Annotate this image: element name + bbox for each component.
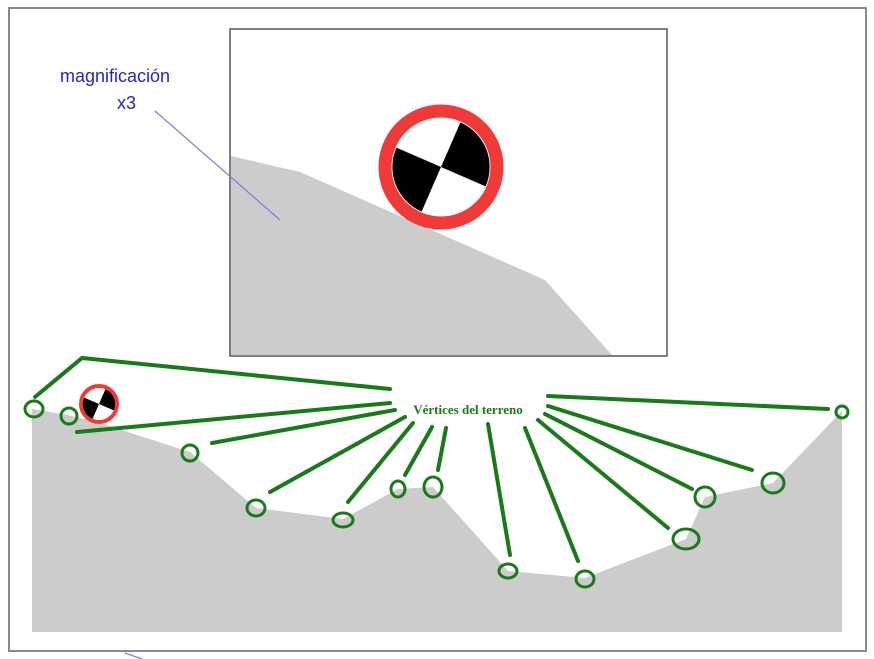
vertex-marker [497,562,519,580]
magnification-factor: x3 [117,93,136,113]
vertex-marker [574,569,596,589]
terrain-profile [32,409,842,632]
leader-line [543,412,694,491]
magnification-annotation: magnificación x3 [60,66,281,659]
vertex-marker [180,443,200,463]
surveying-target-icon [79,384,119,424]
zoomed-surveying-target-icon [378,104,504,230]
vertex-marker [245,498,267,518]
leader-line [75,401,392,434]
magnification-pointer-tail [124,652,143,659]
magnification-pointer [154,110,281,221]
leader-line [268,415,407,494]
magnification-label: magnificación [60,66,170,86]
leader-line [546,394,830,411]
magnified-inset [229,28,668,357]
vertex-marker [23,399,45,419]
vertex-marker [671,527,701,551]
leader-line [486,422,512,557]
vertex-marker [59,406,79,426]
leader-line [210,408,397,445]
vertex-marker [834,404,850,420]
inset-terrain [231,156,612,355]
leader-line [536,418,670,530]
vertex-marker [693,485,717,509]
vertex-marker [389,479,407,499]
vertex-leader-lines [33,355,830,563]
vertex-marker [760,471,786,495]
vertex-markers [23,399,850,589]
leader-line [33,355,392,399]
leader-line [436,426,448,472]
leader-line [523,426,580,563]
leader-line [346,421,415,504]
vertex-marker [422,475,444,499]
vertices-label: Vértices del terreno [413,402,522,417]
leader-line [546,404,754,472]
leader-line [403,425,434,477]
vertex-marker [331,511,355,529]
